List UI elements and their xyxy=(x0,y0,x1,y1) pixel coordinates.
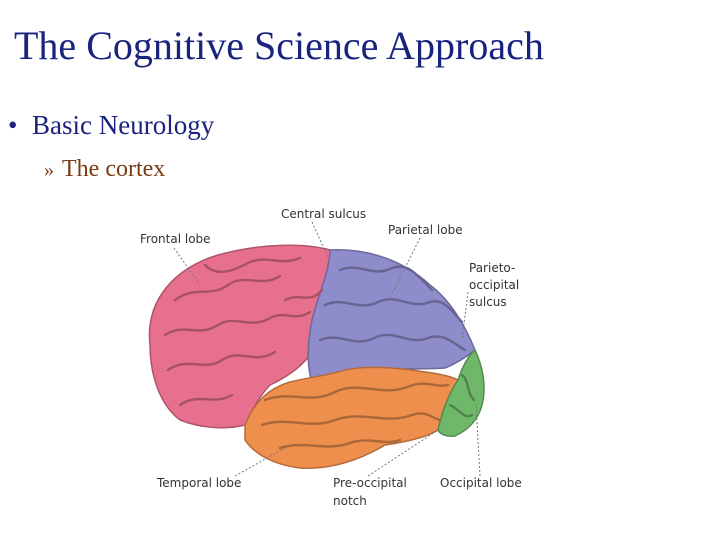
label-parieto-line-3: sulcus xyxy=(469,295,507,309)
label-parieto-line-1: Parieto- xyxy=(469,261,515,275)
label-frontal-lobe: Frontal lobe xyxy=(140,232,211,246)
brain-diagram: Central sulcus Frontal lobe Parietal lob… xyxy=(120,200,540,515)
label-parieto-line-2: occipital xyxy=(469,278,519,292)
label-central-sulcus: Central sulcus xyxy=(281,207,366,221)
slide-title: The Cognitive Science Approach xyxy=(14,22,544,69)
sub-bullet-text: The cortex xyxy=(62,156,165,182)
parietal-lobe-region xyxy=(308,250,475,382)
label-pre-occipital-line-1: Pre-occipital xyxy=(333,476,407,490)
label-temporal-lobe: Temporal lobe xyxy=(156,476,241,490)
bullet-text: Basic Neurology xyxy=(32,110,214,140)
label-parieto-occipital-sulcus: Parieto- occipital sulcus xyxy=(469,261,523,309)
sub-bullet-marker: » xyxy=(44,159,54,181)
bullet-basic-neurology: •Basic Neurology xyxy=(8,110,214,141)
label-occipital-lobe: Occipital lobe xyxy=(440,476,522,490)
label-pre-occipital-line-2: notch xyxy=(333,494,367,508)
label-pre-occipital-notch: Pre-occipital notch xyxy=(333,476,411,508)
temporal-lobe-region xyxy=(245,367,458,468)
label-parietal-lobe: Parietal lobe xyxy=(388,223,463,237)
sub-bullet-cortex: » The cortex xyxy=(44,156,165,183)
bullet-marker: • xyxy=(8,110,32,141)
